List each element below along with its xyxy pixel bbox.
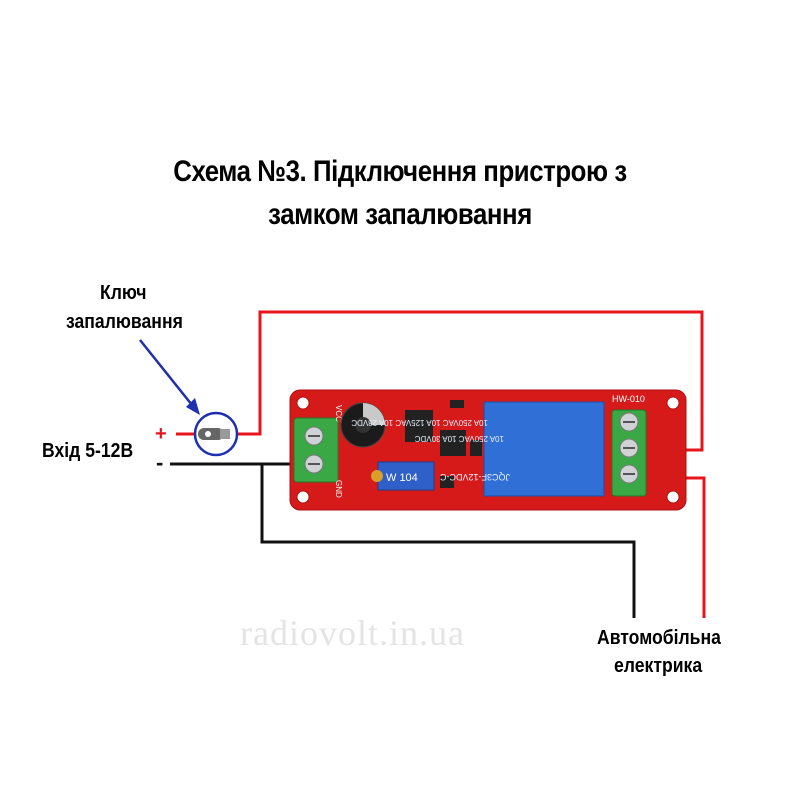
title-line-1: Схема №3. Підключення пристрою з bbox=[173, 155, 627, 188]
relay: 10A 250VAC 10A 125VAC 10A 28VDC 10A 250V… bbox=[351, 401, 605, 497]
electrolytic-capacitor bbox=[340, 402, 386, 448]
mount-hole bbox=[666, 396, 680, 410]
output-terminal-block bbox=[611, 409, 647, 497]
black-wire-to-auto bbox=[260, 464, 636, 618]
gnd-label: GND bbox=[334, 480, 343, 498]
title-line-2: замком запалювання bbox=[268, 198, 532, 231]
ignition-key-icon bbox=[193, 411, 239, 457]
auto-electrics-label-line-2: електрика bbox=[614, 655, 703, 677]
mount-hole bbox=[296, 490, 310, 504]
smd-part bbox=[470, 440, 482, 456]
input-voltage-label: Вхід 5-12В bbox=[42, 440, 134, 462]
relay-model: JQC3F-12VDC-C bbox=[439, 472, 510, 482]
mount-hole bbox=[666, 490, 680, 504]
board-model: HW-010 bbox=[612, 394, 645, 404]
red-wire-ignition bbox=[232, 310, 704, 452]
ignition-key-label-line-1: Ключ bbox=[100, 282, 147, 304]
ic-chip bbox=[405, 410, 433, 442]
mount-hole bbox=[296, 396, 310, 410]
plus-sign: + bbox=[155, 423, 167, 445]
pointer-arrow bbox=[139, 339, 200, 415]
smd-part bbox=[440, 476, 454, 488]
potentiometer: W 104 bbox=[371, 461, 435, 491]
pot-label: W 104 bbox=[386, 472, 418, 484]
watermark: radiovolt.in.ua bbox=[240, 613, 465, 653]
relay-board: VCC GND W 104 10A 250VAC 10A 125VAC 10A … bbox=[289, 389, 687, 511]
vcc-label: VCC bbox=[334, 405, 343, 422]
ignition-key-label-line-2: запалювання bbox=[66, 311, 183, 333]
relay-rating-2: 10A 250VAC 10A 30VDC bbox=[415, 434, 504, 443]
smd-part bbox=[450, 400, 464, 408]
ic-chip-small bbox=[440, 430, 466, 456]
input-terminal-block bbox=[293, 417, 339, 483]
minus-sign: - bbox=[156, 450, 163, 475]
auto-electrics-label-line-1: Автомобільна bbox=[597, 627, 721, 649]
relay-rating-1: 10A 250VAC 10A 125VAC 10A 28VDC bbox=[351, 418, 488, 427]
